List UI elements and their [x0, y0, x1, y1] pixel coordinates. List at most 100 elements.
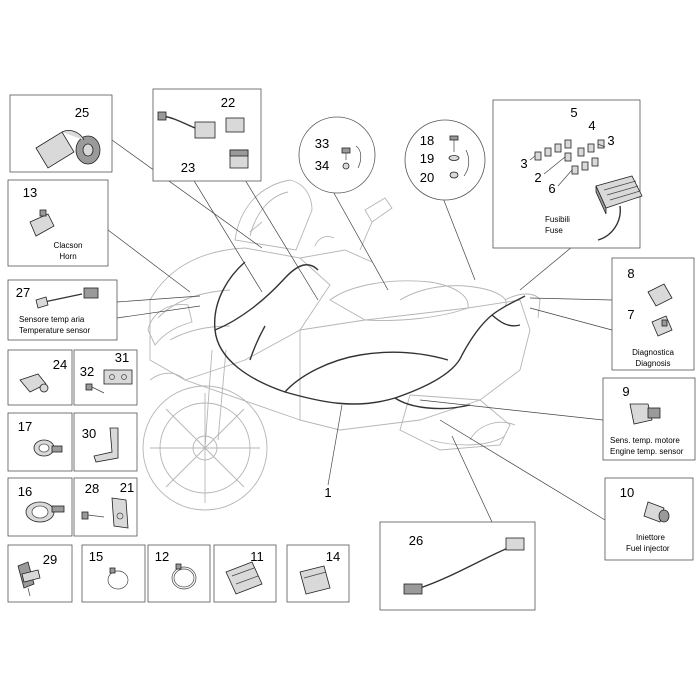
- callout-29: 29: [43, 552, 57, 567]
- part-16-box: 16: [7, 477, 73, 537]
- caption-fuse-en: Fuse: [545, 226, 563, 235]
- callout-6: 6: [548, 181, 555, 196]
- part-31-32-box: 31 32: [73, 349, 138, 406]
- callout-19: 19: [420, 151, 434, 166]
- fuse-icons: [529, 139, 606, 187]
- part-26-box: 26: [379, 521, 536, 611]
- callout-13: 13: [23, 185, 37, 200]
- part-30-box: 30: [73, 412, 138, 472]
- callout-15: 15: [89, 549, 103, 564]
- horn-icon: [29, 209, 55, 237]
- part-18-19-20-detail: 18 19 20: [404, 119, 486, 201]
- extension-harness-icon: [403, 537, 525, 595]
- cable-clamp-icon: [25, 501, 65, 523]
- callout-33: 33: [315, 136, 329, 151]
- callout-20: 20: [420, 170, 434, 185]
- part-10-box: 10 Iniettore Fuel injector: [604, 477, 694, 561]
- callout-24: 24: [53, 357, 67, 372]
- screw-icon: [81, 511, 105, 520]
- scooter-illustration: [142, 179, 541, 511]
- hose-clamp-icon: [107, 567, 129, 590]
- relay-harness-icon: [157, 111, 245, 139]
- callout-22: 22: [221, 95, 235, 110]
- air-temp-sensor-icon: [35, 287, 99, 309]
- callout-32: 32: [80, 364, 94, 379]
- part-28-21-box: 28 21: [73, 477, 138, 537]
- caption-horn-it: Clacson: [54, 241, 83, 250]
- caption-temp-air-en: Temperature sensor: [19, 326, 90, 335]
- fuel-injector-connector-icon: [643, 501, 670, 523]
- callout-18: 18: [420, 133, 434, 148]
- engine-temp-sensor-icon: [629, 403, 661, 425]
- main-wiring-harness: [214, 261, 526, 410]
- callout-17: 17: [18, 419, 32, 434]
- callout-12: 12: [155, 549, 169, 564]
- leader-lines: [107, 124, 613, 523]
- callout-5: 5: [570, 105, 577, 120]
- fuse-holder-icon: [595, 175, 643, 241]
- cable-guide-icon: [225, 561, 263, 595]
- fuse-box-panel: 5 4 3 3 2 6 Fusibili: [492, 99, 643, 249]
- cable-tie-clip-icon: [17, 561, 41, 597]
- callout-11: 11: [250, 549, 264, 564]
- bracket-icon: [111, 497, 129, 529]
- bolt-washer-nut-icon: [448, 135, 470, 179]
- callout-3-right: 3: [607, 133, 614, 148]
- part-12-box: 12: [147, 544, 211, 603]
- callout-2: 2: [534, 170, 541, 185]
- caption-engine-temp-it: Sens. temp. motore: [610, 436, 680, 445]
- callout-3-left: 3: [520, 156, 527, 171]
- hose-clamp-icon: [171, 563, 197, 590]
- ignition-switch-icon: [35, 130, 101, 169]
- callout-4: 4: [588, 118, 595, 133]
- part-13-box: 13 Clacson Horn: [7, 179, 109, 267]
- part-22-23-box: 22 23: [152, 88, 262, 182]
- callout-31: 31: [115, 350, 129, 365]
- caption-diag-it: Diagnostica: [632, 348, 674, 357]
- callout-16: 16: [18, 484, 32, 499]
- relay-icon: [229, 149, 249, 169]
- part-29-box: 29: [7, 544, 73, 603]
- callout-21: 21: [120, 480, 134, 495]
- callout-26: 26: [409, 533, 423, 548]
- part-25-box: 25: [9, 94, 113, 173]
- callout-28: 28: [85, 481, 99, 496]
- caption-injector-it: Iniettore: [636, 533, 665, 542]
- part-27-box: 27 Sensore temp aria Temperature sensor: [7, 279, 118, 341]
- part-14-box: 14: [286, 544, 350, 603]
- bracket-plate-icon: [103, 369, 133, 385]
- caption-engine-temp-en: Engine temp. sensor: [610, 447, 684, 456]
- callout-14: 14: [326, 549, 340, 564]
- screw-icon: [341, 145, 362, 170]
- screw-icon: [85, 383, 105, 394]
- callout-23: 23: [181, 160, 195, 175]
- callout-25: 25: [75, 105, 89, 120]
- callout-30: 30: [82, 426, 96, 441]
- caption-horn-en: Horn: [59, 252, 76, 261]
- part-17-box: 17: [7, 412, 73, 472]
- diagnostic-connector-cap-icon: [647, 283, 673, 307]
- clip-nut-icon: [19, 373, 49, 393]
- caption-fuse-it: Fusibili: [545, 215, 570, 224]
- cable-clamp-icon: [33, 439, 63, 457]
- callout-27: 27: [16, 285, 30, 300]
- callout-7: 7: [627, 307, 634, 322]
- cable-guide-icon: [299, 565, 331, 595]
- diagnostic-connector-icon: [651, 315, 673, 337]
- callout-8: 8: [627, 266, 634, 281]
- caption-injector-en: Fuel injector: [626, 544, 670, 553]
- callout-34: 34: [315, 158, 329, 173]
- part-11-box: 11: [213, 544, 277, 603]
- caption-diag-en: Diagnosis: [635, 359, 670, 368]
- part-33-34-detail: 33 34: [298, 116, 376, 194]
- bracket-icon: [93, 427, 119, 463]
- callout-9: 9: [622, 384, 629, 399]
- part-7-8-box: 8 7 Diagnostica Diagnosis: [611, 257, 695, 371]
- part-15-box: 15: [81, 544, 146, 603]
- callout-10: 10: [620, 485, 634, 500]
- caption-temp-air-it: Sensore temp aria: [19, 315, 85, 324]
- part-9-box: 9 Sens. temp. motore Engine temp. sensor: [602, 377, 696, 461]
- part-24-box: 24: [7, 349, 73, 406]
- callout-1: 1: [324, 485, 331, 500]
